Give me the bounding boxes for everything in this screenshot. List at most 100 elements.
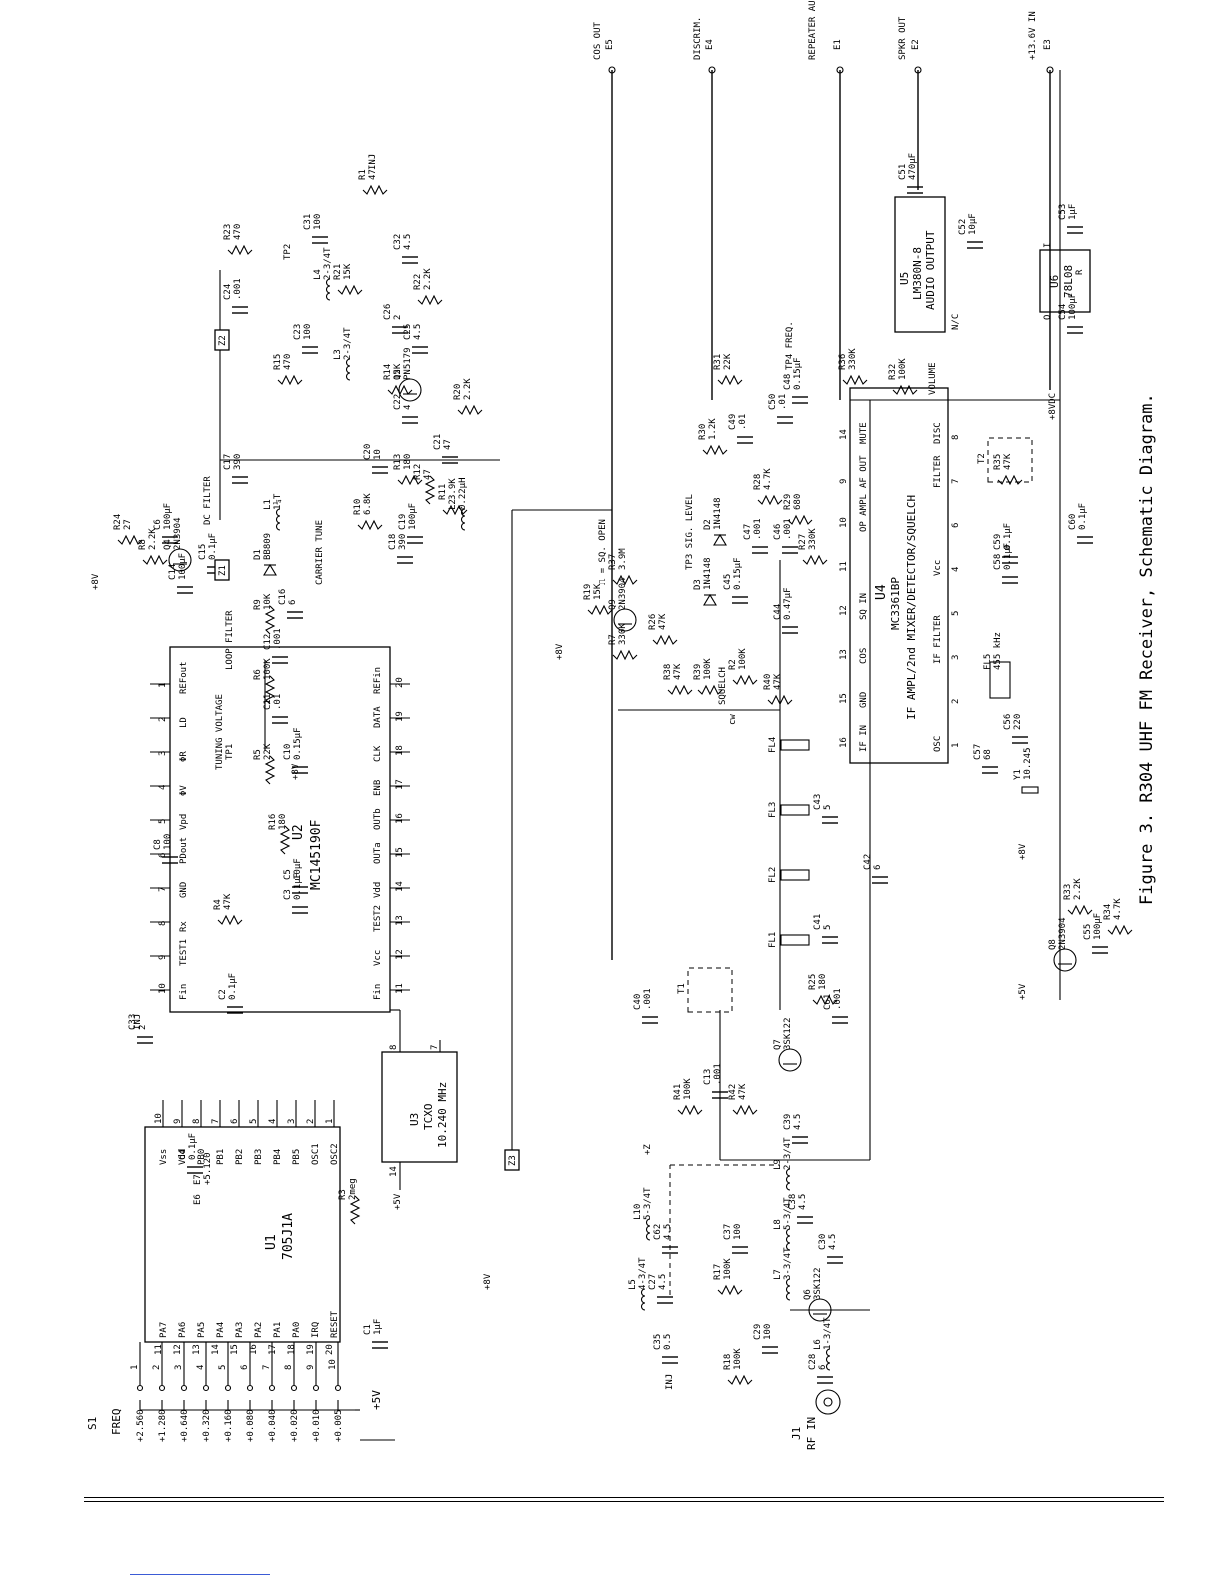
c54-ref: C54 bbox=[1058, 304, 1068, 320]
r18-value: 100K bbox=[733, 1348, 743, 1370]
repeater-label: REPEATER AUDIO bbox=[808, 0, 818, 60]
l8-ref: L8 bbox=[773, 1219, 783, 1230]
c50-value: .01 bbox=[778, 394, 788, 410]
u4-pin-number: 10 bbox=[839, 517, 849, 528]
dc-filter-label: DC FILTER bbox=[203, 476, 213, 525]
u4-pin-number: 5 bbox=[951, 611, 961, 616]
y1-ref: Y1 bbox=[1013, 769, 1023, 780]
u2-pll-synthesizer: U2 MC145190F Fin10TEST19Rx8GND7PDout6Vpd… bbox=[150, 646, 410, 1013]
rf-in-id: J1 bbox=[790, 1427, 803, 1440]
c4-value: 0.1µF bbox=[188, 1133, 198, 1160]
c6-ref: C6 bbox=[153, 519, 163, 530]
u1-part: 705J1A bbox=[281, 1213, 296, 1260]
u4-pin-name: Vcc bbox=[933, 560, 943, 576]
r13-value: 180 bbox=[403, 454, 413, 470]
c35-value: 0.5 bbox=[663, 1334, 673, 1350]
l9-value: 2-3/4T bbox=[783, 1137, 793, 1170]
c62-ref: C62 bbox=[653, 1224, 663, 1240]
c12-component: C12.001 bbox=[263, 628, 288, 664]
loop-filter-label: LOOP FILTER bbox=[225, 610, 235, 670]
s1-contact bbox=[136, 1384, 144, 1392]
u1-pin-number: 8 bbox=[192, 1119, 202, 1124]
r22-ref: R22 bbox=[413, 274, 423, 290]
r3-ref: R3 bbox=[338, 1189, 348, 1200]
c23-ref: C23 bbox=[293, 324, 303, 340]
r40-value: 47K bbox=[773, 673, 783, 690]
c33-value: 2 bbox=[138, 1025, 148, 1030]
inj-label-1: INJ bbox=[665, 1374, 675, 1390]
r7-ref: R7 bbox=[608, 634, 618, 645]
u4-pin-name: IF IN bbox=[859, 725, 869, 752]
c48-value: 0.15µF bbox=[793, 357, 803, 390]
c42-value: 6 bbox=[873, 865, 883, 870]
footer-rule-bottom bbox=[84, 1501, 1164, 1502]
s1-common-rail: +5V bbox=[370, 1390, 383, 1410]
u4-part: MC3361BP bbox=[889, 577, 902, 630]
c15-ref: C15 bbox=[198, 544, 208, 560]
tp1-label: TP1 bbox=[225, 744, 235, 760]
fl1-filter: FL1 bbox=[768, 932, 810, 948]
c28-ref: C28 bbox=[808, 1354, 818, 1370]
e7-label: E7 bbox=[193, 1174, 203, 1185]
cw-label: cw bbox=[728, 714, 738, 725]
c59-ref: C59 bbox=[993, 534, 1003, 550]
figure-caption: Figure 3. R304 UHF FM Receiver, Schemati… bbox=[1137, 393, 1157, 905]
s1-position-number: 5 bbox=[218, 1365, 228, 1370]
c42-ref: C42 bbox=[863, 854, 873, 870]
r22-value: 2.2K bbox=[423, 268, 433, 290]
c51-ref: C51 bbox=[898, 164, 908, 180]
footer-rule-top bbox=[84, 1497, 1164, 1498]
l2-value: 0.22µH bbox=[458, 477, 468, 510]
u2-pin-number: 6 bbox=[158, 853, 168, 858]
u6-part: 78L08 bbox=[1062, 265, 1075, 298]
r5-value: 22K bbox=[263, 743, 273, 760]
c22-ref: C22 bbox=[393, 394, 403, 410]
r39-ref: R39 bbox=[693, 664, 703, 680]
c21-ref: C21 bbox=[433, 434, 443, 450]
u2-pin-name: Fin bbox=[373, 984, 383, 1000]
u6-pin-i: I bbox=[1043, 243, 1053, 248]
u4-if-system: U4 MC3361BP IF AMPL/2nd MIXER/DETECTOR/S… bbox=[839, 387, 961, 764]
cos-out-id: E5 bbox=[605, 39, 615, 50]
r29-ref: R29 bbox=[783, 494, 793, 510]
discrim-id: E4 bbox=[705, 39, 715, 50]
l8-value: 5-3/4T bbox=[783, 1197, 793, 1230]
u2-pin-number: 12 bbox=[395, 949, 405, 960]
cos-out-label: COS OUT bbox=[593, 21, 603, 60]
c61-value: .001 bbox=[833, 988, 843, 1010]
u6-pin-r: R bbox=[1075, 269, 1085, 275]
footer-link-underline[interactable] bbox=[130, 1574, 270, 1575]
u2-pin-number: 8 bbox=[158, 921, 168, 926]
r2-ref: R2 bbox=[728, 659, 738, 670]
c15-value: 0.1µF bbox=[208, 533, 218, 560]
r26-ref: R26 bbox=[648, 614, 658, 630]
u3-pin8: 8 bbox=[389, 1045, 399, 1050]
c18-ref: C18 bbox=[388, 534, 398, 550]
rail-8v-label-4: +8V bbox=[91, 573, 101, 590]
c53-ref: C53 bbox=[1058, 204, 1068, 220]
r4-value: 47K bbox=[223, 893, 233, 910]
sq-open-label: ⎍ = SQ. OPEN bbox=[598, 519, 608, 585]
u4-pin-number: 14 bbox=[839, 429, 849, 440]
s1-position-number: 8 bbox=[284, 1365, 294, 1370]
u2-pin-name: DATA bbox=[373, 706, 383, 728]
u2-pin-name: Vcc bbox=[373, 950, 383, 966]
y1-value: 10.245 bbox=[1023, 747, 1033, 780]
r19-value: 15K bbox=[593, 583, 603, 600]
